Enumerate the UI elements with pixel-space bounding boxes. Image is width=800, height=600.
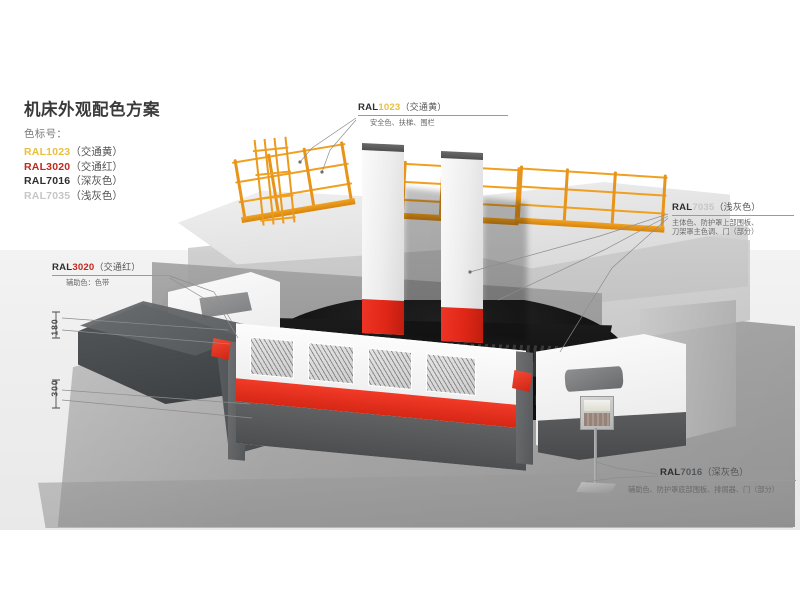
- callout-ral7035-prefix: RAL: [672, 202, 693, 213]
- callout-ral7035: RAL7035（浅灰色） 主体色、防护罩上部围板、 刀架罩主色调、门（部分）: [672, 200, 794, 237]
- callout-ral1023-name: （交通黄）: [400, 102, 447, 112]
- callout-ral3020-desc: 辅助色：色带: [66, 277, 110, 287]
- machine-render-plate: 180 300 机床外观配色方案 色标号： RAL1023（交通黄） RAL30…: [0, 0, 800, 530]
- callout-ral7035-rule: [672, 214, 794, 216]
- callout-ral7035-desc2: 刀架罩主色调、门（部分）: [672, 227, 759, 236]
- callout-ral3020: RAL3020（交通红） 辅助色：色带: [52, 260, 170, 287]
- guard-corner-cap-left: [211, 338, 231, 360]
- callout-ral3020-number: 3020: [72, 262, 95, 273]
- guard-post-right: [516, 351, 533, 465]
- dimension-label-300: 300: [49, 379, 60, 397]
- legend-name-ral1023: （交通黄）: [70, 146, 123, 158]
- cnc-control-pendant[interactable]: [580, 396, 614, 430]
- pendant-display: [584, 400, 610, 411]
- legend-title: 机床外观配色方案: [24, 101, 160, 119]
- callout-ral1023-title: RAL1023（交通黄）: [358, 100, 508, 113]
- pendant-keypad[interactable]: [584, 413, 610, 426]
- platform-railing-right: [514, 161, 668, 242]
- callout-ral7035-number: 7035: [692, 202, 715, 213]
- ram-column-right: [441, 151, 483, 343]
- legend-row-ral3020: RAL3020（交通红）: [24, 160, 160, 175]
- dimension-label-180: 180: [49, 318, 60, 336]
- legend-name-ral7035: （浅灰色）: [70, 189, 123, 202]
- callout-ral3020-name: （交通红）: [94, 262, 141, 272]
- callout-ral7035-title: RAL7035（浅灰色）: [672, 200, 794, 213]
- callout-ral1023-desc: 安全色、扶梯、围栏: [370, 117, 435, 127]
- callout-ral7016: RAL7016（深灰色） 辅助色、防护罩底部围板、排屑器、门（部分）: [628, 465, 796, 494]
- legend-row-ral7035: RAL7035（浅灰色）: [24, 189, 160, 204]
- callout-ral3020-title: RAL3020（交通红）: [52, 260, 170, 273]
- callout-ral7016-rule: [660, 479, 796, 481]
- callout-ral1023-number: 1023: [378, 102, 401, 113]
- legend-row-ral1023: RAL1023（交通黄）: [24, 145, 160, 160]
- callout-ral3020-prefix: RAL: [52, 262, 73, 273]
- callout-ral7035-name: （浅灰色）: [714, 202, 761, 212]
- callout-ral3020-rule: [52, 274, 170, 276]
- guard-window-1: [250, 336, 294, 379]
- callout-ral7016-desc: 辅助色、防护罩底部围板、排屑器、门（部分）: [628, 485, 779, 494]
- callout-ral1023-rule: [358, 114, 508, 116]
- legend-code-ral1023: RAL1023: [24, 146, 71, 158]
- right-enclosure-vent: [564, 366, 624, 392]
- ram-right-shadow: [483, 197, 527, 343]
- ram-left-red-band: [362, 299, 404, 335]
- legend-code-ral7016: RAL7016: [24, 175, 71, 187]
- ram-left-cap: [362, 143, 404, 152]
- callout-ral1023-prefix: RAL: [358, 102, 379, 113]
- guard-window-3: [368, 347, 412, 390]
- legend-row-ral7016: RAL7016（深灰色）: [24, 174, 160, 189]
- pendant-stand-base: [576, 482, 616, 494]
- guard-window-4: [426, 353, 476, 396]
- legend-name-ral3020: （交通红）: [70, 160, 123, 173]
- color-scheme-legend: 机床外观配色方案 色标号： RAL1023（交通黄） RAL3020（交通红） …: [24, 96, 160, 203]
- ram-column-left: [362, 143, 404, 335]
- callout-ral7016-prefix: RAL: [660, 467, 681, 478]
- ram-right-cap: [441, 151, 483, 160]
- guard-window-2: [308, 342, 354, 385]
- pendant-stand-column: [594, 428, 597, 486]
- ram-right-red-band: [441, 307, 483, 343]
- callout-ral7016-title: RAL7016（深灰色）: [660, 465, 796, 478]
- guard-corner-cap-right: [512, 370, 532, 392]
- callout-ral7016-number: 7016: [680, 467, 703, 478]
- legend-subtitle: 色标号：: [24, 128, 68, 140]
- legend-code-ral7035: RAL7035: [24, 189, 71, 202]
- callout-ral7016-name: （深灰色）: [702, 467, 749, 477]
- legend-code-ral3020: RAL3020: [24, 160, 71, 173]
- callout-ral1023: RAL1023（交通黄） 安全色、扶梯、围栏: [358, 100, 508, 127]
- callout-ral7035-desc1: 主体色、防护罩上部围板、: [672, 217, 759, 227]
- legend-name-ral7016: （深灰色）: [70, 175, 123, 187]
